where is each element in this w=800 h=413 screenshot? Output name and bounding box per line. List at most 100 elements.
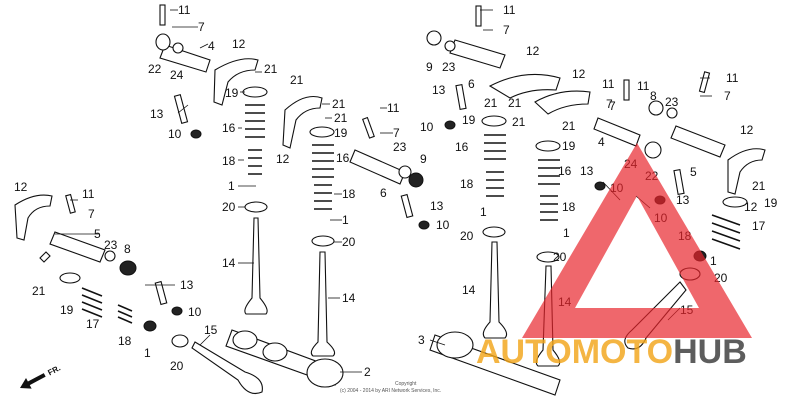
nut-10b bbox=[418, 220, 430, 230]
callout: 17 bbox=[752, 219, 766, 233]
callout: 14 bbox=[462, 283, 476, 297]
valve-14b bbox=[310, 251, 336, 357]
callout: 13 bbox=[150, 107, 164, 121]
callout: 7 bbox=[606, 97, 613, 111]
callout: 10 bbox=[168, 127, 182, 141]
callout: 19 bbox=[334, 126, 348, 140]
callout: 12 bbox=[740, 123, 754, 137]
callout: 18 bbox=[342, 187, 356, 201]
callout: 21 bbox=[264, 62, 278, 76]
bolt-11f bbox=[698, 71, 711, 94]
callout: 1 bbox=[563, 226, 570, 240]
adjuster-13d bbox=[455, 84, 467, 110]
callout: 16 bbox=[455, 140, 469, 154]
callout: 20 bbox=[342, 235, 356, 249]
watermark-part-hub: HUB bbox=[673, 333, 747, 371]
seat-20e bbox=[536, 251, 560, 263]
spring-16b bbox=[312, 144, 334, 178]
oring-23d bbox=[666, 107, 678, 119]
callout: 21 bbox=[752, 179, 766, 193]
callout: 11 bbox=[387, 101, 400, 115]
cam-lobe-2b bbox=[262, 342, 288, 362]
nut-10a bbox=[190, 129, 202, 139]
callout: 12 bbox=[276, 152, 290, 166]
seat-20c bbox=[171, 334, 189, 348]
callout: 21 bbox=[290, 73, 304, 87]
watermark-text: AUTOMOTOHUB bbox=[476, 333, 747, 371]
callout: 13 bbox=[430, 199, 444, 213]
callout: 13 bbox=[676, 193, 690, 207]
cam-sprocket-2 bbox=[306, 358, 344, 388]
copyright-line-2: (c) 2004 - 2014 by ARI Network Services,… bbox=[340, 388, 441, 394]
callout: 10 bbox=[188, 305, 202, 319]
direction-label: FR. bbox=[46, 363, 62, 377]
callout: 20 bbox=[460, 229, 474, 243]
callout: 11 bbox=[503, 3, 516, 17]
callout: 10 bbox=[420, 120, 434, 134]
spring-16a bbox=[245, 104, 265, 138]
valve-14a bbox=[244, 217, 268, 315]
spring-16c bbox=[484, 134, 506, 160]
oring-23c bbox=[444, 40, 456, 52]
seal-1a bbox=[143, 320, 157, 332]
callout-labels: 11 7 4 22 24 12 21 21 13 10 19 16 18 1 2… bbox=[14, 3, 778, 379]
callout: 14 bbox=[342, 291, 356, 305]
adjuster-13e bbox=[673, 169, 685, 195]
rocker-shaft-6a bbox=[349, 149, 406, 185]
adjuster-13b bbox=[400, 193, 414, 219]
spring-18d bbox=[486, 171, 504, 197]
callout: 19 bbox=[462, 113, 476, 127]
callout: 12 bbox=[744, 200, 758, 214]
callout: 3 bbox=[418, 333, 425, 347]
seat-20b bbox=[311, 235, 335, 247]
oring-24a bbox=[172, 42, 184, 54]
callout: 16 bbox=[336, 151, 350, 165]
callout: 19 bbox=[60, 303, 74, 317]
callout: 16 bbox=[222, 121, 236, 135]
callout: 11 bbox=[726, 71, 739, 85]
left-assembly bbox=[155, 4, 430, 388]
callout: 20 bbox=[222, 200, 236, 214]
spring-17a bbox=[81, 287, 103, 318]
spring-16d bbox=[538, 159, 560, 185]
rocker-shaft-5b bbox=[670, 125, 726, 158]
callout: 19 bbox=[562, 139, 576, 153]
callout: 12 bbox=[232, 37, 246, 51]
rocker-arm-12b bbox=[282, 95, 323, 149]
callout: 11 bbox=[178, 3, 191, 17]
far-left-assembly bbox=[14, 193, 263, 395]
spring-18b bbox=[314, 184, 332, 210]
spring-17b bbox=[711, 214, 741, 250]
plug-9a bbox=[408, 172, 424, 188]
callout: 12 bbox=[14, 180, 28, 194]
retainer-19c bbox=[59, 272, 81, 284]
automotohub-watermark: AUTOMOTOHUB bbox=[476, 143, 752, 371]
rocker-arm-12f bbox=[727, 148, 766, 195]
callout: 18 bbox=[118, 334, 132, 348]
callout: 21 bbox=[32, 284, 46, 298]
callout: 19 bbox=[764, 196, 778, 210]
callout: 6 bbox=[468, 77, 475, 91]
callout: 7 bbox=[198, 20, 205, 34]
adjuster-13a bbox=[173, 94, 189, 124]
rocker-shaft-5a bbox=[49, 231, 106, 263]
callout: 23 bbox=[442, 60, 456, 74]
callout: 10 bbox=[436, 218, 450, 232]
nut-10c bbox=[171, 306, 183, 316]
callout: 12 bbox=[572, 67, 586, 81]
rocker-arm-12c bbox=[14, 194, 53, 241]
callout: 20 bbox=[170, 359, 184, 373]
callout: 4 bbox=[598, 135, 605, 149]
valve-15a bbox=[191, 341, 263, 395]
watermark-part-auto: AUTO bbox=[476, 333, 572, 371]
callout: 11 bbox=[637, 79, 650, 93]
callout: 6 bbox=[380, 186, 387, 200]
callout: 9 bbox=[420, 152, 427, 166]
callout: 18 bbox=[222, 154, 236, 168]
callout: 1 bbox=[144, 346, 151, 360]
callout: 24 bbox=[170, 68, 184, 82]
callout: 21 bbox=[332, 97, 346, 111]
bolt-11d bbox=[475, 5, 482, 27]
spring-18c bbox=[117, 304, 133, 324]
